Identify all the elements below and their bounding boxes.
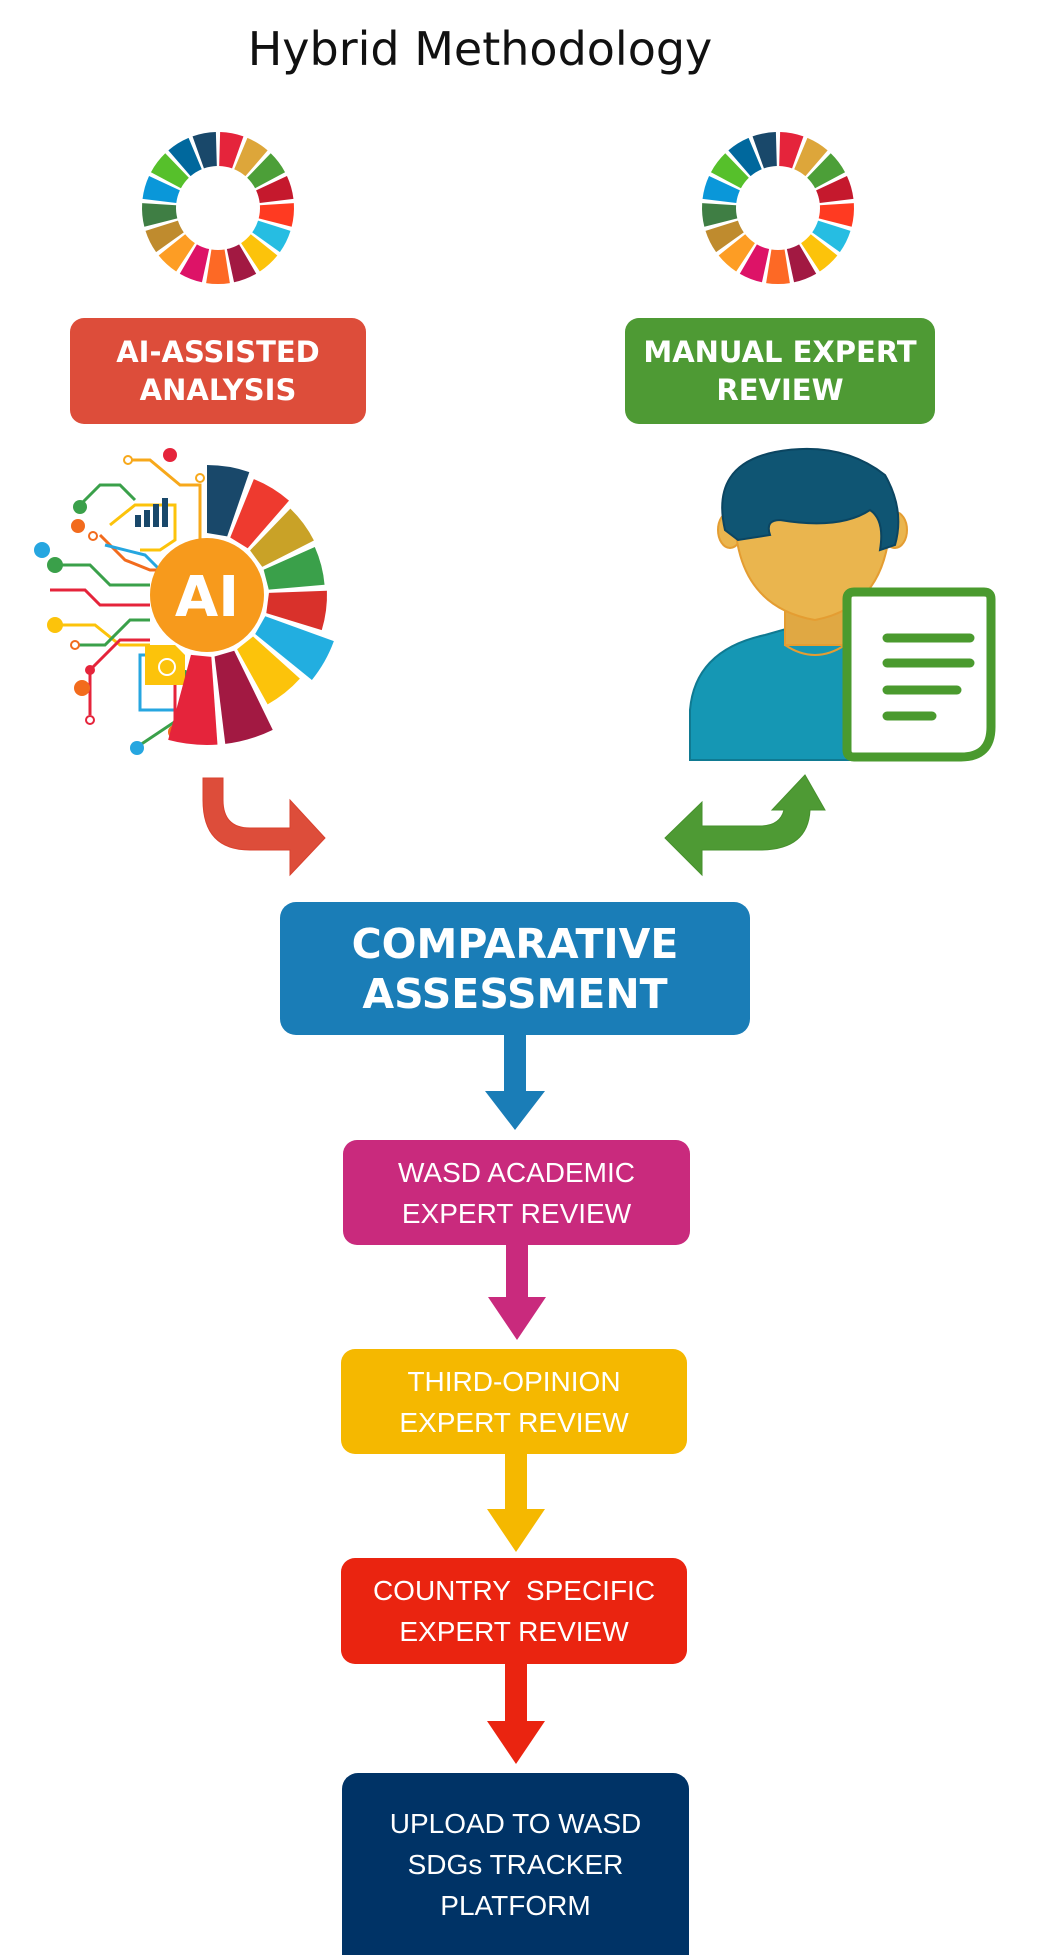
sdg-segment (241, 234, 278, 272)
third-opinion-expert-review-box: THIRD-OPINION EXPERT REVIEW (341, 1349, 687, 1454)
ai-circle (150, 538, 264, 652)
upload-to-platform-box: UPLOAD TO WASD SDGs TRACKER PLATFORM (342, 1773, 689, 1955)
label-line: PLATFORM (440, 1889, 591, 1921)
head-petal (168, 654, 218, 745)
flow-arrow-3 (487, 1454, 545, 1552)
country-specific-expert-review-box: COUNTRY SPECIFIC EXPERT REVIEW (341, 1558, 687, 1664)
manual-to-comparative-arrow (664, 774, 826, 877)
label-line: REVIEW (716, 373, 844, 407)
sdg-segment (807, 153, 846, 189)
label-line: MANUAL EXPERT (643, 335, 917, 369)
head-petal (266, 590, 328, 631)
ai-text: AI (175, 565, 239, 630)
sdg-segment (752, 132, 777, 169)
sdg-segment (779, 132, 804, 169)
label-line: ANALYSIS (139, 373, 297, 407)
sdg-segment (705, 220, 744, 253)
label-line: WASD ACADEMIC (398, 1156, 635, 1188)
head-petal (214, 650, 273, 744)
head-petal (207, 465, 250, 537)
page-title: Hybrid Methodology (247, 22, 713, 76)
sdg-segment (812, 220, 851, 253)
sdg-segment (258, 203, 294, 227)
label-line: COUNTRY SPECIFIC (372, 1575, 656, 1606)
sdg-segment (158, 234, 195, 272)
head-petal (237, 636, 300, 705)
sdg-segment (142, 176, 180, 203)
sdg-segment (794, 137, 828, 177)
label-line: SDGs TRACKER (407, 1848, 624, 1880)
label-line: EXPERT REVIEW (399, 1616, 629, 1647)
sdg-segment (252, 220, 291, 253)
sdg-segment (818, 203, 854, 227)
sdg-segment (179, 244, 210, 283)
sdg-segment (142, 203, 178, 227)
head-petal (230, 479, 290, 549)
wasd-academic-expert-review-box: WASD ACADEMIC EXPERT REVIEW (343, 1140, 690, 1245)
sdg-segment (234, 137, 268, 177)
sdg-segment (801, 234, 838, 272)
flow-arrow-2 (488, 1245, 546, 1340)
sdg-segment (718, 234, 755, 272)
sdg-wheel-icon-left (142, 132, 294, 284)
label-line: AI-ASSISTED (116, 335, 320, 369)
head-petal (263, 547, 325, 590)
sdg-segment (816, 176, 854, 203)
sdg-segment (728, 137, 762, 177)
label-line: COMPARATIVE (351, 919, 679, 968)
sdg-segment (168, 137, 202, 177)
label-line: EXPERT REVIEW (399, 1406, 629, 1438)
comparative-assessment-box: COMPARATIVE ASSESSMENT (280, 902, 750, 1035)
sdg-segment (226, 244, 257, 283)
ai-head-icon: AI (34, 448, 334, 755)
label-line: EXPERT REVIEW (401, 1197, 632, 1229)
head-petal (250, 508, 314, 567)
sdg-segment (247, 153, 286, 189)
sdg-segment (786, 244, 817, 283)
expert-reviewer-icon (689, 447, 996, 762)
ai-assisted-analysis-label: AI-ASSISTED ANALYSIS (70, 318, 366, 424)
sdg-segment (206, 249, 230, 284)
sdg-segment (702, 176, 740, 203)
sdg-wheel-icon-right (702, 132, 854, 284)
sdg-segment (145, 220, 184, 253)
sdg-segment (702, 203, 738, 227)
sdg-segment (192, 132, 217, 169)
label-line: THIRD-OPINION (407, 1365, 621, 1397)
head-petal (255, 616, 334, 680)
sdg-segment (710, 153, 749, 189)
sdg-segment (766, 249, 790, 284)
ai-to-comparative-arrow (202, 777, 326, 877)
sdg-segment (739, 244, 770, 283)
label-line: UPLOAD TO WASD (389, 1807, 642, 1839)
flow-arrow-1 (485, 1035, 545, 1130)
sdg-segment (256, 176, 294, 203)
flow-arrow-4 (487, 1664, 545, 1764)
sdg-segment (150, 153, 189, 189)
manual-expert-review-label: MANUAL EXPERT REVIEW (625, 318, 935, 424)
label-line: ASSESSMENT (362, 969, 668, 1018)
sdg-segment (219, 132, 244, 169)
